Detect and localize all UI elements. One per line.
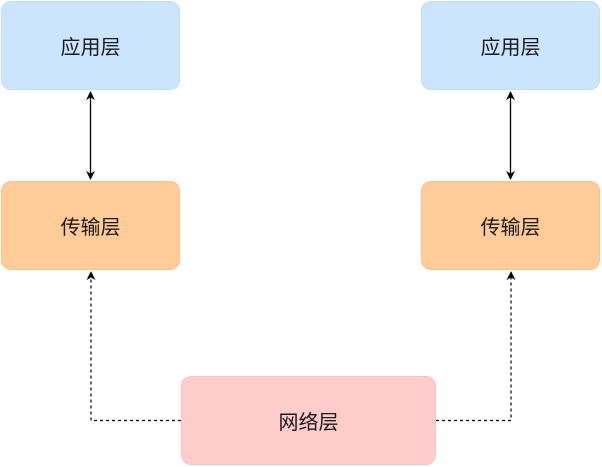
left-application-layer-box: 应用层 — [1, 1, 180, 90]
network-to-left-transport-arrow — [86, 271, 181, 422]
right-application-layer-box: 应用层 — [421, 1, 600, 90]
left-application-layer-label: 应用层 — [60, 35, 121, 59]
right-transport-layer-box: 传输层 — [421, 181, 600, 270]
network-to-right-transport-arrow — [436, 271, 516, 422]
network-layer-label: 网络层 — [278, 410, 339, 434]
right-application-layer-label: 应用层 — [480, 35, 541, 59]
left-transport-layer-label: 传输层 — [60, 215, 121, 239]
left-transport-layer-box: 传输层 — [1, 181, 180, 270]
right-transport-layer-label: 传输层 — [480, 215, 541, 239]
network-layer-box: 网络层 — [181, 376, 436, 465]
